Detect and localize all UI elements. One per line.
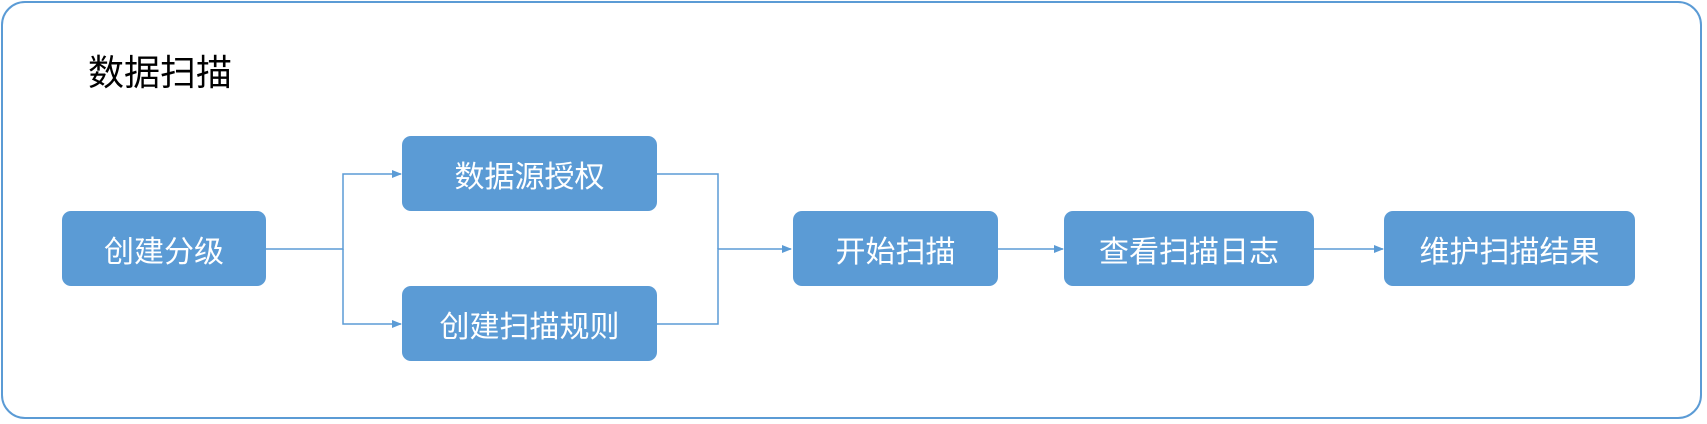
node-label: 开始扫描 (835, 234, 956, 270)
node-view-scan-log: 查看扫描日志 (1064, 211, 1314, 286)
connector-auth-to-start (657, 173, 719, 249)
node-start-scan: 开始扫描 (793, 211, 998, 286)
diagram-title: 数据扫描 (88, 53, 233, 94)
node-label: 数据源授权 (454, 159, 605, 195)
node-maintain-scan-result: 维护扫描结果 (1384, 211, 1635, 286)
connector-classification-to-rule (342, 249, 402, 328)
node-label: 创建分级 (104, 234, 224, 270)
node-label: 创建扫描规则 (439, 309, 620, 345)
node-create-classification: 创建分级 (62, 211, 266, 286)
node-label: 查看扫描日志 (1099, 234, 1279, 270)
connector-classification-to-auth (266, 170, 402, 250)
connector-rule-to-start (657, 245, 792, 325)
node-datasource-auth: 数据源授权 (402, 136, 657, 211)
node-create-scan-rule: 创建扫描规则 (402, 286, 657, 361)
node-label: 维护扫描结果 (1419, 234, 1600, 270)
